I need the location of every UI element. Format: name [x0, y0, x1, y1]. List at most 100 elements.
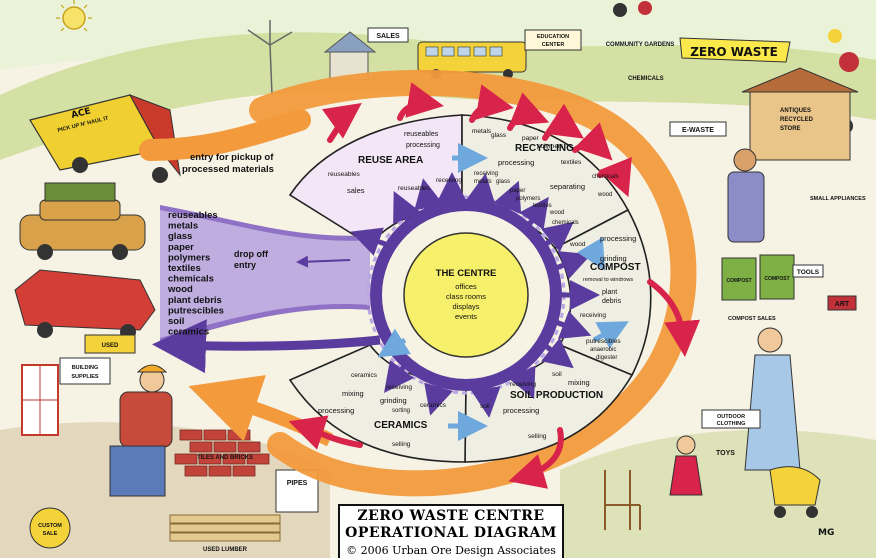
ceramics-item: processing	[318, 406, 354, 415]
centre-item-events: events	[455, 312, 477, 321]
compost-item: digester	[596, 355, 617, 361]
svg-text:ART: ART	[835, 301, 850, 308]
svg-text:BUILDING: BUILDING	[72, 365, 99, 371]
soil-item: mixing	[568, 378, 590, 387]
recycling-item: wood	[597, 192, 612, 198]
drop-off-label-1: drop off	[234, 249, 269, 259]
blue-flow-arrows	[377, 143, 629, 441]
chemicals-sign: CHEMICALS	[628, 76, 664, 82]
svg-text:OUTDOOR: OUTDOOR	[717, 414, 745, 420]
centre-item-offices: offices	[455, 282, 477, 291]
title-line-1: ZERO WASTE CENTRE	[357, 508, 545, 524]
recycling-item: paper	[510, 188, 525, 194]
material-label: soil	[168, 316, 184, 327]
svg-text:COMPOST: COMPOST	[764, 276, 789, 282]
compost-item: putrescibles	[586, 338, 621, 345]
soil-item: receiving	[510, 381, 536, 388]
reuse-item: receiving	[436, 177, 462, 184]
diagram-title-box: ZERO WASTE CENTRE OPERATIONAL DIAGRAM © …	[338, 504, 564, 558]
small-appliances-sign: SMALL APPLIANCES	[810, 196, 866, 202]
tools-sign: TOOLS	[792, 264, 824, 278]
soil-item: selling	[528, 433, 547, 440]
ceramics-item: sorting	[392, 408, 410, 414]
pickup-entry-label: entry for pickup of processed materials	[182, 152, 274, 175]
soil-item: processing	[503, 406, 539, 415]
purple-spokes	[350, 172, 600, 418]
artist-signature: MG	[818, 528, 834, 538]
recycling-item: wood	[549, 210, 564, 216]
material-label: polymers	[168, 252, 210, 263]
compost-bags: COMPOST COMPOST	[721, 254, 795, 301]
recycling-item: textiles	[561, 159, 582, 166]
worker-figure	[109, 364, 173, 497]
svg-text:ACE: ACE	[70, 106, 92, 120]
material-label: wood	[167, 284, 193, 295]
soil-title: SOIL PRODUCTION	[510, 390, 603, 401]
compost-item: processing	[600, 234, 636, 243]
custom-sale-badge: CUSTOM SALE	[29, 507, 71, 549]
compost-item: removal to windrows	[583, 277, 633, 283]
shopper-figure	[744, 327, 801, 471]
svg-text:entry for pickup of: entry for pickup of	[190, 152, 274, 163]
recycling-item: metals	[474, 179, 492, 185]
material-label: chemicals	[168, 274, 214, 285]
recycling-item: chemicals	[592, 174, 619, 180]
svg-text:ANTIQUES: ANTIQUES	[780, 108, 811, 114]
reuse-item: processing	[406, 142, 440, 149]
zero-waste-banner: ZERO WASTE	[679, 37, 791, 63]
toys-sign: TOYS	[716, 450, 735, 457]
svg-text:CUSTOM: CUSTOM	[38, 523, 62, 529]
ceramics-title: CERAMICS	[374, 420, 428, 431]
compost-item: anaerobic	[590, 347, 616, 353]
centre-title: THE CENTRE	[436, 268, 497, 279]
material-label: textiles	[168, 263, 201, 274]
compost-sales-sign: COMPOST SALES	[728, 316, 776, 322]
reuse-item: reuseables	[398, 185, 431, 192]
svg-text:processed materials: processed materials	[182, 164, 274, 175]
recycling-item: paper	[522, 135, 539, 142]
car-yellow	[19, 182, 146, 260]
svg-text:USED: USED	[102, 343, 119, 349]
title-line-2: OPERATIONAL DIAGRAM	[345, 525, 557, 541]
drop-off-label-2: entry	[234, 260, 256, 270]
centre-item-classrooms: class rooms	[446, 292, 486, 301]
ceramics-item: ceramics	[420, 402, 447, 409]
title-copyright: © 2006 Urban Ore Design Associates	[346, 544, 556, 557]
sales-sign: SALES	[367, 27, 409, 43]
outdoor-clothing-sign: OUTDOOR CLOTHING	[701, 409, 761, 429]
recycling-item: metals	[472, 128, 492, 135]
material-label: metals	[168, 221, 198, 232]
centre-circle	[403, 232, 529, 358]
child-figure	[669, 435, 703, 496]
recycling-item: polymers	[537, 143, 564, 150]
svg-text:ZERO WASTE: ZERO WASTE	[690, 45, 778, 59]
reuse-item: reuseables	[404, 131, 439, 138]
reuse-title: REUSE AREA	[358, 155, 423, 166]
svg-text:TILES AND BRICKS: TILES AND BRICKS	[197, 455, 253, 461]
compost-item: plant	[602, 289, 617, 296]
stroller-icon	[769, 466, 821, 518]
svg-text:SALE: SALE	[43, 531, 58, 537]
material-label: reuseables	[168, 210, 218, 221]
material-label: paper	[168, 242, 194, 253]
svg-text:TOOLS: TOOLS	[797, 269, 820, 276]
ceramics-item: receiving	[386, 384, 412, 391]
material-label: plant debris	[168, 295, 222, 306]
svg-text:USED LUMBER: USED LUMBER	[203, 547, 248, 553]
ceramics-item: ceramics	[351, 372, 378, 379]
farmer-figure	[727, 148, 765, 243]
recycling-item: polymers	[516, 196, 540, 202]
svg-text:RECYCLED: RECYCLED	[780, 117, 814, 123]
recycling-item: chemicals	[552, 220, 579, 226]
red-outflow-arrows	[288, 82, 701, 489]
materials-list: reuseablesmetalsglasspaperpolymerstextil…	[167, 210, 224, 338]
reuse-item: sales	[347, 186, 365, 195]
svg-text:EDUCATION: EDUCATION	[537, 34, 569, 40]
svg-text:CLOTHING: CLOTHING	[717, 421, 746, 427]
recycling-item: processing	[498, 158, 534, 167]
e-waste-sign: E-WASTE	[669, 121, 727, 137]
orange-pickup-arrow	[139, 109, 311, 161]
svg-text:CENTER: CENTER	[542, 42, 565, 48]
svg-text:E-WASTE: E-WASTE	[682, 127, 714, 134]
